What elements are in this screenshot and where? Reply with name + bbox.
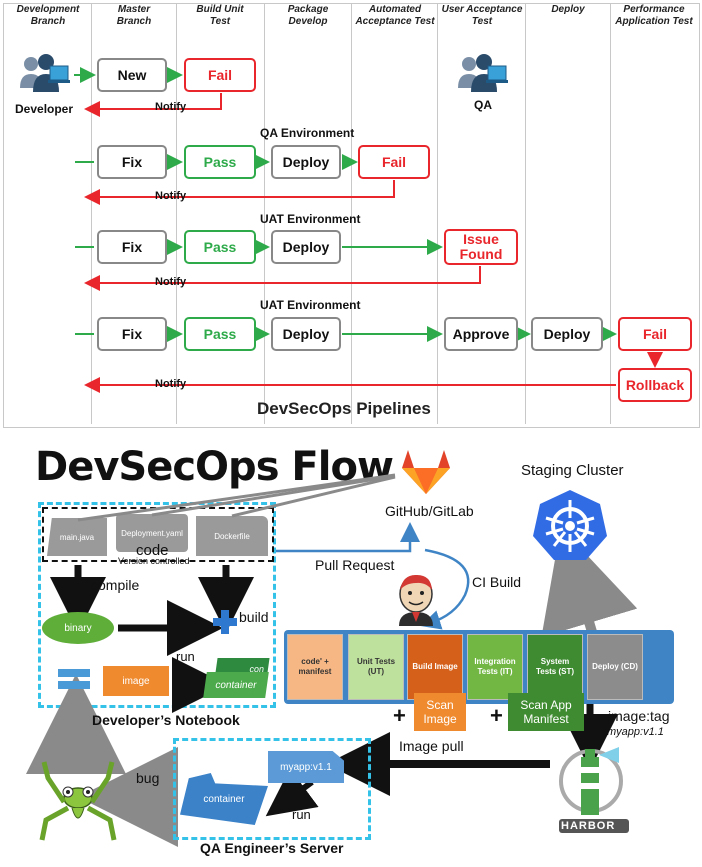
container-box: container bbox=[203, 672, 269, 698]
github-gitlab-label: GitHub/GitLab bbox=[385, 503, 474, 519]
notebook-label: Developer’s Notebook bbox=[92, 712, 240, 728]
image-tag-label: image:tag bbox=[608, 708, 670, 724]
bug-label: bug bbox=[136, 770, 160, 786]
column-header-master-branch: Master Branch bbox=[116, 4, 152, 27]
pipelines-title: DevSecOps Pipelines bbox=[257, 399, 431, 418]
build-plus-icon bbox=[213, 610, 237, 634]
file-dockerfile: Dockerfile bbox=[196, 516, 268, 556]
qa-server-frame bbox=[173, 738, 371, 840]
build-fail-box: Fail bbox=[184, 58, 256, 92]
ci-stage-4: Integration Tests (IT) bbox=[467, 634, 523, 700]
column-header-build-unit-test: Build Unit Test bbox=[196, 4, 244, 27]
pull-request-label: Pull Request bbox=[315, 557, 395, 573]
pipelines-panel bbox=[3, 3, 700, 428]
column-divider bbox=[176, 4, 177, 424]
image-box: image bbox=[103, 666, 169, 696]
new-box: New bbox=[97, 58, 167, 92]
rollback-box: Rollback bbox=[618, 368, 692, 402]
deploy-box: Deploy bbox=[531, 317, 603, 351]
harbor-icon bbox=[559, 747, 629, 833]
plus-icon: + bbox=[490, 703, 503, 728]
deploy-box: Deploy bbox=[271, 317, 341, 351]
code-label: code bbox=[136, 542, 169, 559]
qa-container-label: container bbox=[203, 793, 245, 805]
column-header-user-acceptance-test: User Acceptance Test bbox=[441, 4, 523, 27]
qa-icon bbox=[458, 54, 508, 92]
ci-build-label: CI Build bbox=[472, 574, 522, 590]
column-divider bbox=[264, 4, 265, 424]
acceptance-fail-box: Fail bbox=[358, 145, 430, 179]
qa-server-label: QA Engineer’s Server bbox=[200, 840, 344, 856]
image-pull-label: Image pull bbox=[399, 738, 464, 754]
mantis-bug-icon bbox=[39, 761, 117, 841]
fix-box: Fix bbox=[97, 145, 167, 179]
image-label: image bbox=[122, 675, 150, 687]
qa-run-label: run bbox=[292, 807, 311, 822]
uat-environment-label: UAT Environment bbox=[260, 212, 361, 226]
file-main-java: main.java bbox=[47, 518, 107, 556]
pass-box: Pass bbox=[184, 230, 256, 264]
qa-label: QA bbox=[474, 98, 492, 112]
column-header-automated-acceptance-test: Automated Acceptance Test bbox=[355, 4, 435, 27]
column-header-development-branch: Development Branch bbox=[16, 4, 80, 27]
deploy-box: Deploy bbox=[271, 145, 341, 179]
fix-box: Fix bbox=[97, 317, 167, 351]
uat-environment-label: UAT Environment bbox=[260, 298, 361, 312]
column-divider bbox=[91, 4, 92, 424]
run-label: run bbox=[176, 649, 195, 664]
myapp-box-label: myapp:v1.1 bbox=[280, 761, 332, 773]
pass-box: Pass bbox=[184, 145, 256, 179]
binary-label: binary bbox=[64, 622, 92, 634]
ci-stage-2: Unit Tests (UT) bbox=[348, 634, 404, 700]
scan-image-box: Scan Image bbox=[414, 693, 466, 731]
ci-stage-3: Build Image bbox=[407, 634, 463, 700]
developer-label: Developer bbox=[15, 102, 74, 116]
approve-box: Approve bbox=[444, 317, 518, 351]
column-divider bbox=[437, 4, 438, 424]
file-deployment-yaml: Deployment.yaml bbox=[116, 514, 188, 552]
scan-app-manifest-label: Scan App Manifest bbox=[520, 698, 572, 726]
performance-fail-box: Fail bbox=[618, 317, 692, 351]
version-controlled-label: Version controlled bbox=[118, 556, 190, 566]
qa-environment-label: QA Environment bbox=[260, 126, 355, 140]
scan-image-label: Scan Image bbox=[423, 698, 457, 726]
column-header-package-develop: Package Develop bbox=[287, 4, 329, 27]
binary-ellipse: binary bbox=[42, 612, 114, 644]
ci-stage-6: Deploy (CD) bbox=[587, 634, 643, 700]
myapp-tag-label: myapp:v1.1 bbox=[607, 726, 664, 738]
fix-box: Fix bbox=[97, 230, 167, 264]
notify-label: Notify bbox=[155, 378, 187, 390]
pipeline-arrows bbox=[74, 67, 663, 393]
developer-notebook-frame bbox=[38, 502, 276, 708]
build-label: build bbox=[239, 609, 269, 625]
jenkins-icon bbox=[399, 574, 433, 626]
column-header-performance-application-test: Performance Application Test bbox=[615, 4, 693, 27]
gitlab-icon bbox=[402, 450, 450, 494]
kubernetes-icon bbox=[533, 490, 607, 560]
notify-label: Notify bbox=[155, 276, 187, 288]
notify-label: Notify bbox=[155, 190, 187, 202]
equals-icon bbox=[58, 667, 90, 691]
notify-label: Notify bbox=[155, 101, 187, 113]
column-divider bbox=[610, 4, 611, 424]
issue-found-box: Issue Found bbox=[444, 229, 518, 265]
column-divider bbox=[351, 4, 352, 424]
column-header-deploy: Deploy bbox=[551, 4, 585, 15]
myapp-box: myapp:v1.1 bbox=[268, 751, 344, 783]
compile-label: compile bbox=[91, 577, 140, 593]
pass-box: Pass bbox=[184, 317, 256, 351]
plus-icon: + bbox=[393, 703, 406, 728]
container-label: container bbox=[214, 679, 258, 691]
ci-stage-5: System Tests (ST) bbox=[527, 634, 583, 700]
source-to-repo-lines bbox=[26, 473, 638, 847]
scan-app-manifest-box: Scan App Manifest bbox=[508, 693, 584, 731]
harbor-label: HARBOR bbox=[561, 820, 616, 832]
staging-cluster-label: Staging Cluster bbox=[521, 462, 624, 479]
column-divider bbox=[525, 4, 526, 424]
deploy-box: Deploy bbox=[271, 230, 341, 264]
ci-stage-1: code' + manifest bbox=[287, 634, 343, 700]
developer-icon bbox=[20, 54, 70, 92]
